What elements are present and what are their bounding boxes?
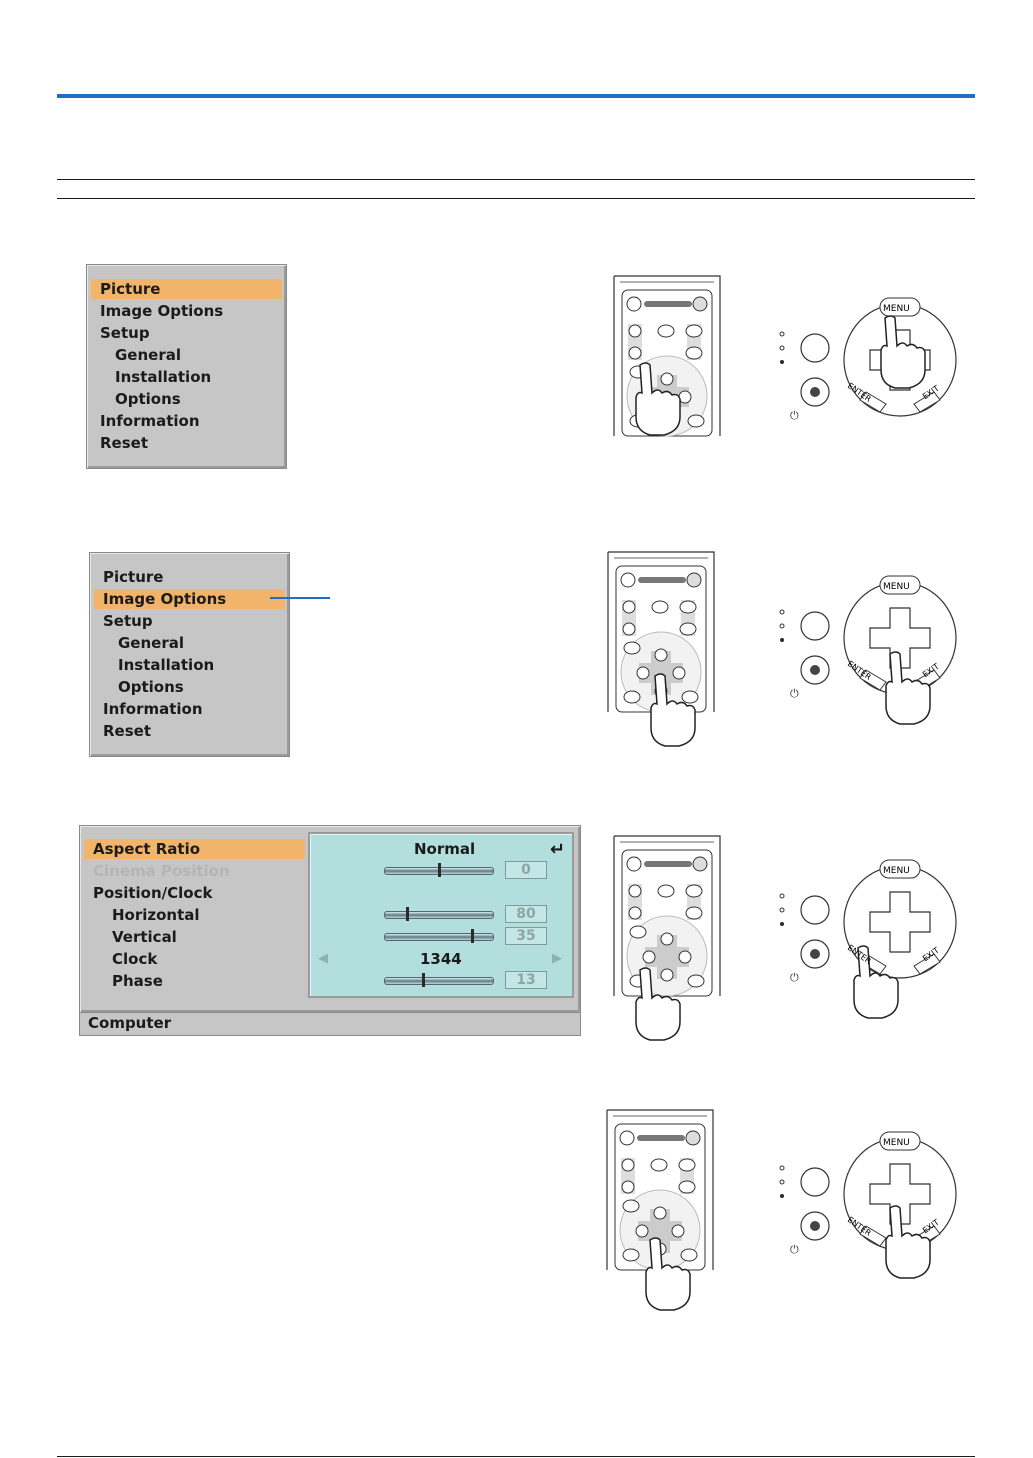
- status-bar: Computer: [79, 1012, 581, 1036]
- menu-button-label: MENU: [883, 304, 910, 314]
- enter-button-label: ENTER: [845, 943, 873, 966]
- menu-item-general[interactable]: General: [115, 346, 181, 364]
- main-menu-2: Picture Image Options Setup General Inst…: [89, 552, 290, 757]
- horizontal-value: 80: [505, 905, 547, 923]
- enter-button-label: ENTER: [845, 659, 873, 682]
- exit-button-label: EXIT: [921, 1217, 941, 1236]
- menu-item-reset[interactable]: Reset: [103, 722, 151, 740]
- menu-item-picture[interactable]: Picture: [91, 279, 282, 299]
- vertical-slider[interactable]: [384, 929, 494, 943]
- section-rule-bottom: [57, 198, 975, 199]
- clock-value[interactable]: 1344: [420, 950, 462, 968]
- image-options-menu: Aspect Ratio Cinema Position Position/Cl…: [79, 825, 581, 1013]
- vertical-value: 35: [505, 927, 547, 945]
- cinema-position-slider[interactable]: [384, 863, 494, 877]
- cinema-position-knob[interactable]: [438, 863, 441, 877]
- hand-icon: [885, 651, 931, 725]
- clock-right-arrow-icon[interactable]: ▶: [552, 951, 562, 966]
- menu-item-image-options[interactable]: Image Options: [100, 302, 224, 320]
- menu-button-label: MENU: [883, 1138, 910, 1148]
- menu-item-setup[interactable]: Setup: [100, 324, 150, 342]
- hand-icon: [635, 967, 681, 1041]
- option-position-clock[interactable]: Position/Clock: [93, 884, 213, 902]
- main-menu-1: Picture Image Options Setup General Inst…: [86, 264, 287, 469]
- footer-rule: [57, 1456, 975, 1457]
- exit-button-label: EXIT: [921, 661, 941, 680]
- phase-value: 13: [505, 971, 547, 989]
- remote-control-1: [613, 275, 721, 437]
- enter-button-label: ENTER: [845, 381, 873, 404]
- menu-item-image-options[interactable]: Image Options: [94, 589, 285, 609]
- header-rule: [57, 94, 975, 98]
- menu-item-information[interactable]: Information: [103, 700, 203, 718]
- menu-item-setup[interactable]: Setup: [103, 612, 153, 630]
- menu-item-reset[interactable]: Reset: [100, 434, 148, 452]
- menu-item-picture[interactable]: Picture: [103, 568, 164, 586]
- option-phase[interactable]: Phase: [112, 972, 163, 990]
- option-aspect-ratio[interactable]: Aspect Ratio: [84, 839, 305, 859]
- menu-item-installation[interactable]: Installation: [115, 368, 212, 386]
- enter-icon: ↵: [550, 839, 566, 860]
- exit-button-label: EXIT: [921, 383, 941, 402]
- callout-line: [270, 597, 330, 599]
- hand-icon: [885, 1205, 931, 1279]
- menu-button-label: MENU: [883, 582, 910, 592]
- cinema-position-value: 0: [505, 861, 547, 879]
- hand-icon: [635, 362, 681, 436]
- horizontal-knob[interactable]: [406, 907, 409, 921]
- clock-left-arrow-icon[interactable]: ◀: [318, 951, 328, 966]
- phase-knob[interactable]: [422, 973, 425, 987]
- hand-icon: [650, 673, 696, 747]
- option-horizontal[interactable]: Horizontal: [112, 906, 200, 924]
- menu-item-options[interactable]: Options: [118, 678, 184, 696]
- menu-item-options[interactable]: Options: [115, 390, 181, 408]
- menu-item-general[interactable]: General: [118, 634, 184, 652]
- menu-item-installation[interactable]: Installation: [118, 656, 215, 674]
- horizontal-slider[interactable]: [384, 907, 494, 921]
- hand-icon: [645, 1237, 691, 1311]
- enter-button-label: ENTER: [845, 1215, 873, 1238]
- status-label: Computer: [88, 1014, 172, 1032]
- exit-button-label: EXIT: [921, 945, 941, 964]
- option-clock[interactable]: Clock: [112, 950, 158, 968]
- remote-control-3: [613, 835, 721, 997]
- hand-icon: [880, 315, 926, 389]
- section-rule-top: [57, 179, 975, 180]
- option-cinema-position[interactable]: Cinema Position: [93, 862, 230, 880]
- aspect-ratio-value[interactable]: Normal: [414, 840, 476, 858]
- vertical-knob[interactable]: [471, 929, 474, 943]
- menu-button-label: MENU: [883, 866, 910, 876]
- settings-pane: Normal ↵ 0 80 35 ◀ 1344 ▶ 13: [308, 832, 574, 998]
- option-vertical[interactable]: Vertical: [112, 928, 177, 946]
- menu-item-information[interactable]: Information: [100, 412, 200, 430]
- phase-slider[interactable]: [384, 973, 494, 987]
- remote-control-4: [606, 1109, 714, 1271]
- remote-control-2: [607, 551, 715, 713]
